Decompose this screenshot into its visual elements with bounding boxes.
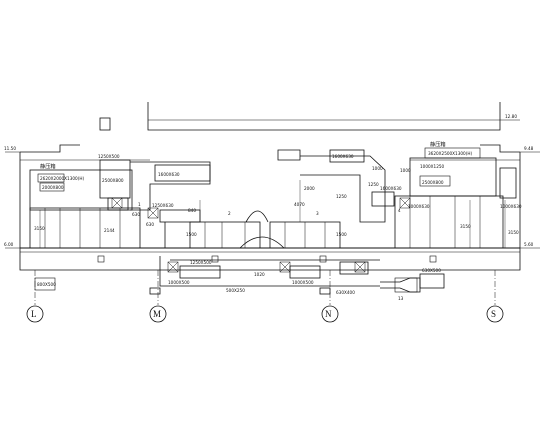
roof-line [147,102,501,131]
axis-label-n: N [325,309,332,319]
center-dim-f: 1000 [372,166,383,171]
left-duct-4: 1250X630 [152,203,174,208]
right-duct-1: 1000X1250 [420,164,445,169]
left-duct-5: 1600X630 [158,172,180,177]
elev-right-mid: 5.60 [524,242,534,247]
center-dim-g: 840 [188,208,196,213]
center-top-duct: 1600X630 [332,154,354,159]
axis-label-m: M [153,309,161,319]
center-dim-h: 1020 [254,272,265,277]
left-duct-2: 2500X800 [102,178,124,183]
center-lower-4: 1000X500 [292,280,314,285]
axis-bubble-s [486,305,504,323]
center-lower-1: 1250X500 [190,260,212,265]
center-lower-3: 500X250 [226,288,245,293]
elev-left-top: 11.50 [4,146,16,151]
center-lower-5: 630X400 [336,290,355,295]
center-dim-d: 1250 [336,194,347,199]
right-duct-4: 1000X630 [408,204,430,209]
axis-label-l: L [31,309,37,319]
right-dim-small-2: 1000 [400,168,411,173]
right-duct-3: 1600X630 [380,186,402,191]
left-ahu [29,207,141,249]
center-left-ahu [189,221,261,249]
right-dim-v2: 3150 [508,230,519,235]
left-dim-small: 630 [132,212,140,217]
left-dim-small-2: 630 [146,222,154,227]
center-tag-right: 3 [316,211,319,216]
left-plenum [29,169,133,211]
left-unit-title: 静压箱 [40,162,56,170]
left-dim-v: 3150 [34,226,45,231]
elev-right-high: 12.80 [505,114,517,119]
right-unit-size: 3620X2500X1300(H) [428,151,472,156]
center-dim-a: 4070 [294,202,305,207]
building-outline [19,152,521,271]
center-lower-6: 630X500 [422,268,441,273]
center-tag-left: 2 [228,211,231,216]
axis-bubble-m [149,305,167,323]
center-dim-e: 2000 [304,186,315,191]
center-dim-c: 1500 [336,232,347,237]
right-unit-title: 静压箱 [430,140,446,148]
right-ahu [394,195,504,249]
right-tag: 4 [398,208,401,213]
left-duct-1: 1250X500 [98,154,120,159]
right-dim-v: 3150 [460,224,471,229]
center-dim-b: 1500 [186,232,197,237]
axis-bubble-l [26,305,44,323]
center-small-box: 800X500 [37,282,56,287]
left-unit-size: 2620X2000X1300(H) [40,176,84,181]
right-dim-small: 1250 [368,182,379,187]
center-lower-2: 1000X500 [168,280,190,285]
axis-bubble-n [321,305,339,323]
left-dim-v2: 2144 [104,228,115,233]
right-duct-2: 2500X800 [422,180,444,185]
left-tag: 1 [138,202,141,207]
left-duct-3: 2000X800 [42,185,64,190]
elev-left-mid: 6.00 [4,242,14,247]
right-duct-5: 1000X630 [500,204,522,209]
center-tag-bottom: 13 [398,296,404,301]
axis-label-s: S [491,309,496,319]
elev-right-top: 9.48 [524,146,534,151]
